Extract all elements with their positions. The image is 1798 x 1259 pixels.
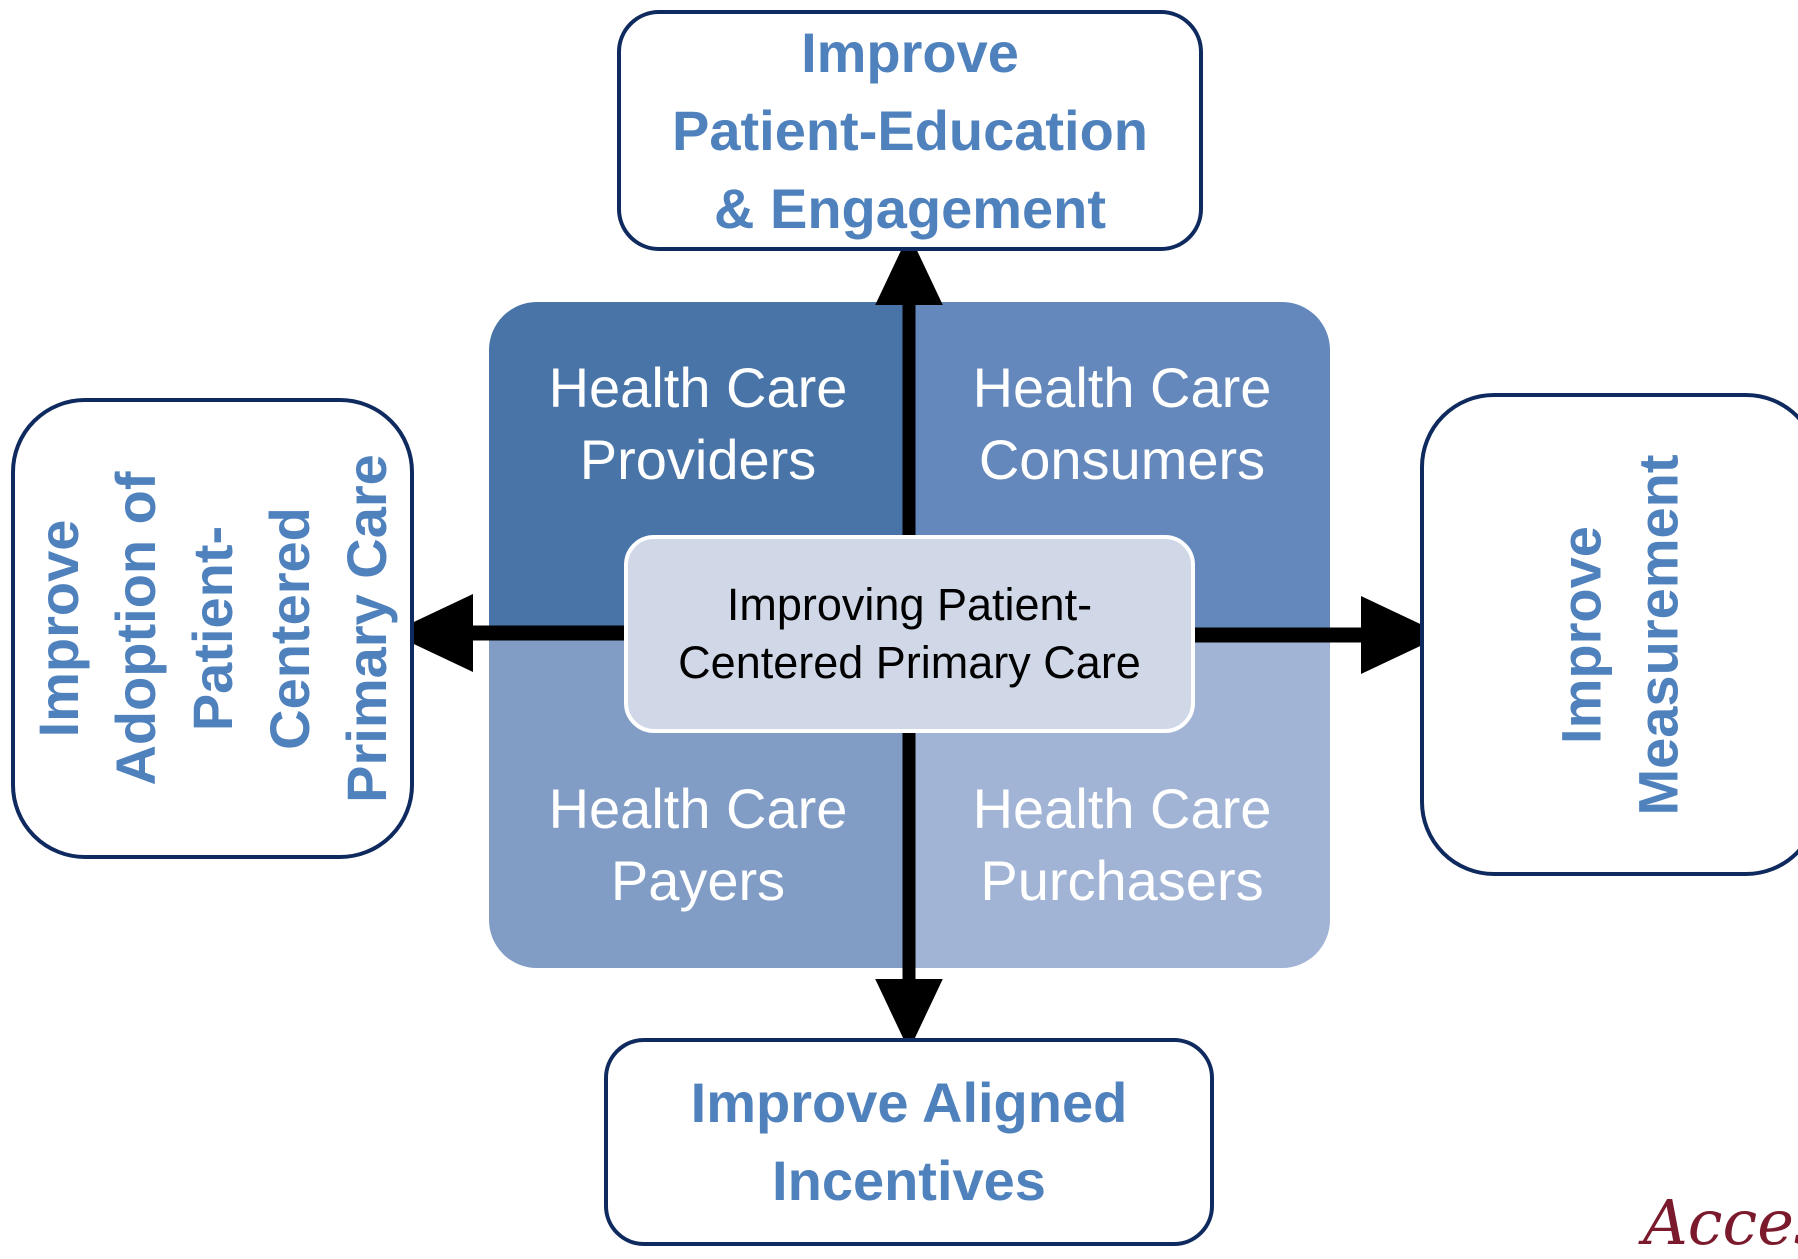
outcome-left-line1: Improve (26, 519, 90, 738)
label-purchasers: Health Care Purchasers (942, 773, 1302, 917)
outcome-left-line5: Primary Care (334, 454, 398, 803)
outcome-aligned-incentives: Improve Aligned Incentives (604, 1038, 1214, 1246)
outcome-right-line2: Measurement (1627, 453, 1690, 816)
center-box: Improving Patient- Centered Primary Care (624, 535, 1195, 733)
center-line2: Centered Primary Care (678, 637, 1141, 688)
label-payers: Health Care Payers (518, 773, 878, 917)
outcome-measurement: Improve Measurement (1420, 393, 1798, 876)
label-providers: Health Care Providers (518, 352, 878, 496)
outcome-left-line3: Patient- (180, 525, 244, 732)
label-purchasers-line2: Purchasers (980, 849, 1264, 912)
outcome-top-line2: Patient-Education (671, 98, 1149, 162)
outcome-top-line3: & Engagement (713, 176, 1107, 240)
outcome-bottom-line1: Improve Aligned (690, 1071, 1128, 1134)
label-purchasers-line1: Health Care (972, 777, 1272, 840)
outcome-right-line1: Improve (1550, 525, 1613, 744)
outcome-left-line4: Centered (257, 507, 321, 750)
label-providers-line1: Health Care (548, 356, 848, 419)
label-consumers-line2: Consumers (978, 428, 1266, 491)
label-consumers: Health Care Consumers (942, 352, 1302, 496)
label-payers-line2: Payers (610, 849, 786, 912)
outcome-bottom-line2: Incentives (772, 1149, 1046, 1212)
label-payers-line1: Health Care (548, 777, 848, 840)
outcome-left-line2: Adoption of (103, 471, 167, 786)
label-providers-line2: Providers (579, 428, 817, 491)
logo: Access (1643, 1186, 1798, 1259)
outcome-patient-education: Improve Patient-Education & Engagement (617, 10, 1203, 251)
outcome-top-line1: Improve (801, 20, 1019, 84)
outcome-adoption: Improve Adoption of Patient- Centered Pr… (11, 398, 414, 859)
center-line1: Improving Patient- (726, 579, 1093, 630)
label-consumers-line1: Health Care (972, 356, 1272, 419)
